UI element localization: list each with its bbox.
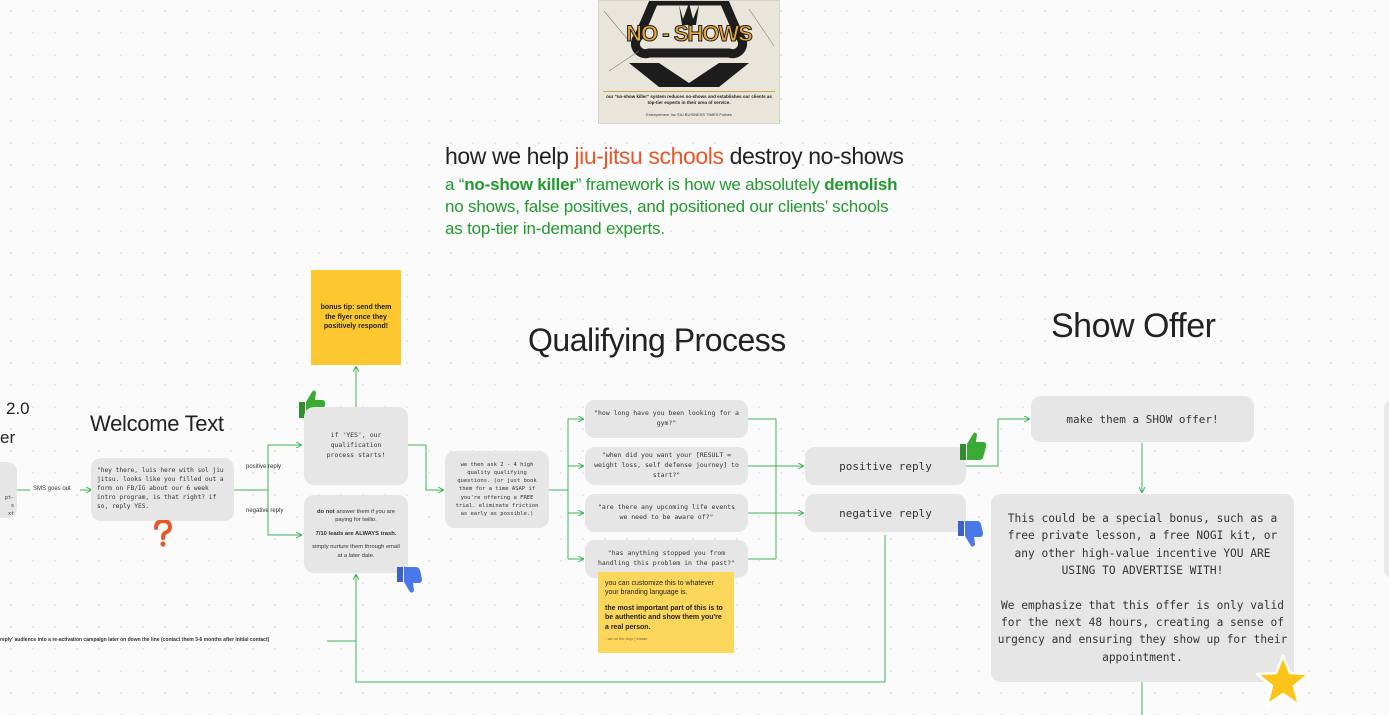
- left-partial-text: er: [0, 428, 15, 448]
- no-box-line1: answer them if you are paying for twilio…: [335, 509, 395, 523]
- bonus-tip-sticky[interactable]: bonus tip: send them the flyer once they…: [311, 270, 401, 365]
- header-title: how we help jiu-jitsu schools destroy no…: [445, 143, 903, 170]
- subtitle-bold1: no-show killer: [464, 175, 576, 194]
- offer-body-2: We emphasize that this offer is only val…: [997, 597, 1288, 666]
- header-title-post: destroy no-shows: [724, 143, 904, 169]
- left-card-line: pt-: [5, 494, 14, 502]
- subtitle-line4: as top-tier in-demand experts.: [445, 218, 897, 240]
- note-line2: the most important part of this is to be…: [605, 604, 727, 632]
- header-title-pre: how we help: [445, 143, 574, 169]
- offer-details-box[interactable]: This could be a special bonus, such as a…: [991, 494, 1294, 682]
- welcome-title: Welcome Text: [90, 411, 224, 437]
- question-3[interactable]: "are there any upcoming life events we n…: [585, 494, 748, 532]
- no-box-bold: do not: [317, 509, 335, 515]
- no-answer-box[interactable]: do not answer them if you are paying for…: [304, 495, 408, 573]
- left-cut-card[interactable]: pt- s xt: [0, 462, 17, 518]
- no-box-line3: simply nurture them through email at a l…: [310, 543, 402, 560]
- show-offer-title: Show Offer: [1051, 307, 1215, 346]
- offer-body-1: This could be a special bonus, such as a…: [997, 510, 1288, 579]
- question-1[interactable]: "how long have you been looking for a gy…: [585, 400, 748, 438]
- subtitle-bold2: demolish: [824, 175, 897, 194]
- left-card-line: s: [11, 502, 14, 510]
- reactivation-label: reply' audience into a re-activation cam…: [0, 637, 269, 643]
- note-line1: you can customize this to whatever your …: [605, 579, 727, 598]
- subtitle-pre: a “: [445, 175, 464, 194]
- thumbs-down-icon: [395, 565, 423, 595]
- authenticity-note-sticky[interactable]: you can customize this to whatever your …: [598, 572, 734, 653]
- sms-label: SMS goes out: [33, 486, 71, 492]
- right-edge-card[interactable]: [1384, 400, 1389, 578]
- note-sig: - win at the dojo | tristan: [605, 636, 727, 641]
- star-icon: [1254, 653, 1312, 709]
- poster-caption: our "no-show killer" system reduces no-s…: [603, 91, 775, 106]
- question-mark-icon: [152, 520, 174, 548]
- qualifying-title: Qualifying Process: [528, 322, 786, 359]
- poster-logos: Entrepreneur Inc SIU BUSINESS TIMES Forb…: [599, 112, 779, 117]
- branch-label-positive: positive reply: [246, 464, 281, 470]
- left-version-text: 2.0: [6, 399, 30, 419]
- no-box-line2: 7/10 leads are ALWAYS trash.: [316, 530, 397, 538]
- welcome-message[interactable]: "hey there, luis here with sol jiu jitsu…: [91, 458, 234, 521]
- no-shows-poster: NO - SHOWS our "no-show killer" system r…: [598, 0, 780, 124]
- yes-qualification-box[interactable]: if 'YES', our qualification process star…: [304, 407, 408, 485]
- header-title-accent: jiu-jitsu schools: [574, 143, 723, 169]
- left-card-line: xt: [8, 510, 14, 518]
- make-offer-box[interactable]: make them a SHOW offer!: [1031, 396, 1254, 442]
- branch-label-negative: negative reply: [246, 508, 283, 514]
- header-subtitle: a “no-show killer” framework is how we a…: [445, 174, 897, 240]
- question-2[interactable]: "when did you want your [RESULT = weight…: [585, 447, 748, 485]
- positive-reply-box[interactable]: positive reply: [805, 447, 966, 485]
- qualifying-intro-box[interactable]: we then ask 2 - 4 high quality qualifyin…: [445, 451, 549, 528]
- negative-reply-box[interactable]: negative reply: [805, 494, 966, 532]
- thumbs-down-icon: [956, 519, 984, 549]
- bonus-tip-text: bonus tip: send them the flyer once they…: [317, 303, 395, 331]
- poster-title: NO - SHOWS: [599, 21, 779, 47]
- thumbs-up-icon: [958, 430, 988, 462]
- subtitle-mid: ” framework is how we absolutely: [576, 175, 825, 194]
- subtitle-line3: no shows, false positives, and positione…: [445, 196, 897, 218]
